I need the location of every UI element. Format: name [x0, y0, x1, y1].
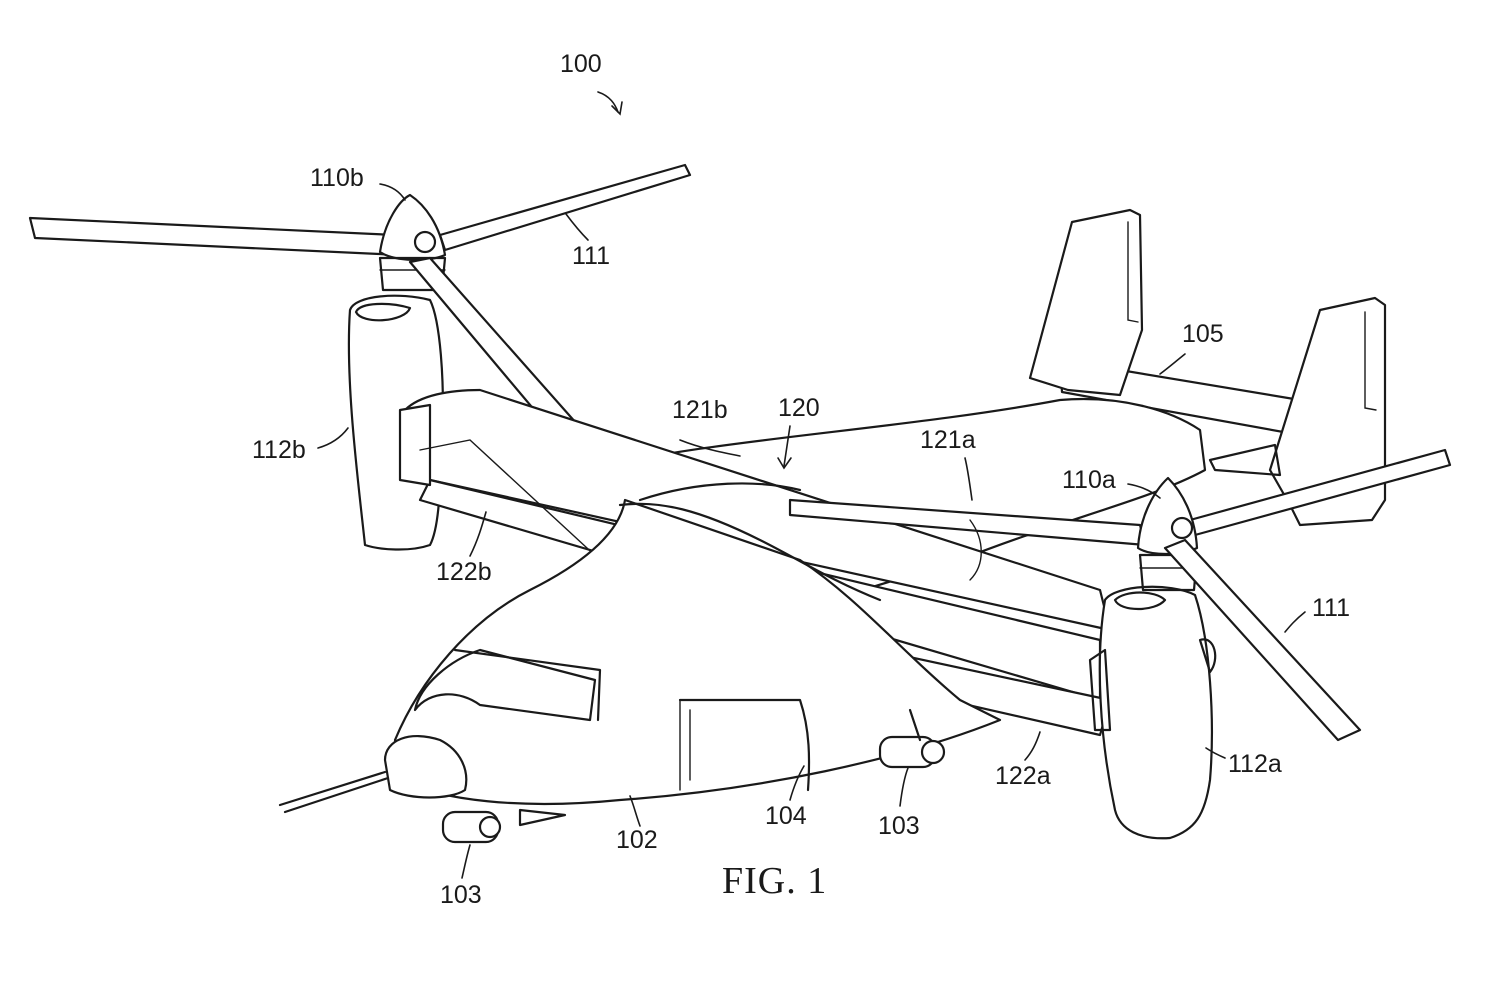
right-rotor	[788, 448, 1452, 742]
landing-gear-rear	[878, 708, 946, 769]
label-111-right: 111	[1312, 594, 1350, 622]
wing-center-section	[618, 482, 982, 602]
label-122a: 122a	[995, 762, 1051, 790]
label-110b: 110b	[310, 164, 364, 192]
front-fuselage	[278, 498, 1002, 827]
label-120: 120	[778, 394, 820, 422]
leader-lines	[317, 91, 1306, 879]
label-102: 102	[616, 826, 658, 854]
label-112b: 112b	[252, 436, 306, 464]
label-121a: 121a	[920, 426, 976, 454]
label-103-right: 103	[878, 812, 920, 840]
label-103-left: 103	[440, 881, 482, 909]
tail-assembly	[1028, 208, 1387, 527]
label-105: 105	[1182, 320, 1224, 348]
label-104: 104	[765, 802, 807, 830]
figure-caption: FIG. 1	[722, 860, 827, 902]
right-nacelle	[1088, 585, 1217, 840]
label-110a: 110a	[1062, 466, 1116, 494]
left-rotor	[28, 163, 692, 464]
label-121b: 121b	[672, 396, 728, 424]
landing-gear-front	[441, 810, 502, 844]
label-122b: 122b	[436, 558, 492, 586]
reference-labels: 100 110b 111 105 121b 120 112b 121a 110a…	[252, 50, 1350, 909]
label-111-top: 111	[572, 242, 610, 270]
label-112a: 112a	[1228, 750, 1282, 778]
label-100: 100	[560, 50, 602, 78]
left-nacelle	[347, 294, 444, 551]
